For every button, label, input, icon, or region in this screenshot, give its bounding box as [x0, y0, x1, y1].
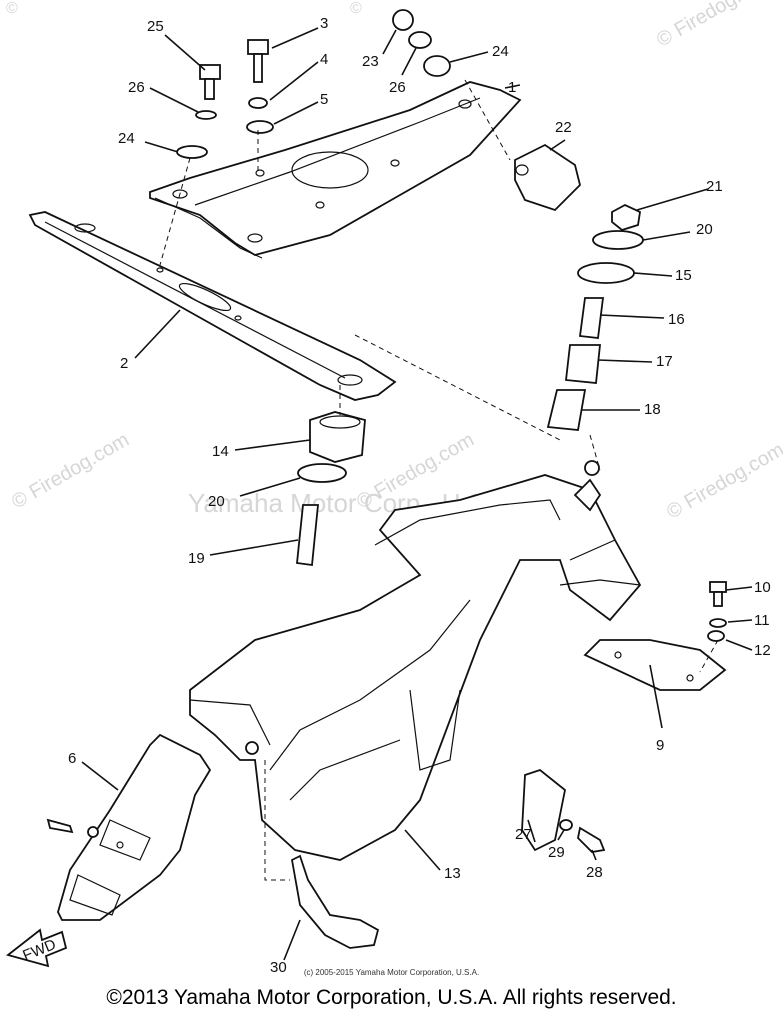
fwd-arrow: FWD [6, 928, 68, 968]
callout-19: 19 [188, 550, 205, 567]
callout-1: 1 [508, 79, 516, 96]
hardware [176, 9, 727, 949]
bracket-part-9 [583, 639, 727, 691]
callout-24-top: 24 [492, 43, 509, 60]
mount-plate-part-1 [149, 81, 522, 259]
callout-30: 30 [270, 959, 287, 976]
callout-6: 6 [68, 750, 76, 767]
leader-lines [81, 27, 753, 961]
callout-12: 12 [754, 642, 771, 659]
callout-14: 14 [212, 443, 229, 460]
callout-20-right: 20 [696, 221, 713, 238]
callout-labels: 1 2 3 4 5 6 9 10 11 12 13 14 15 16 17 18… [68, 15, 771, 976]
callout-21: 21 [706, 178, 723, 195]
callout-25: 25 [147, 18, 164, 35]
callout-20-left: 20 [208, 493, 225, 510]
cross-bracket-part-2 [28, 211, 397, 401]
watermark-corner-right: © [350, 0, 362, 17]
callout-29: 29 [548, 844, 565, 861]
small-copyright: (c) 2005-2015 Yamaha Motor Corporation, … [303, 968, 480, 977]
callout-26-left: 26 [128, 79, 145, 96]
callout-10: 10 [754, 579, 771, 596]
callout-24-left: 24 [118, 130, 135, 147]
callout-3: 3 [320, 15, 328, 32]
callout-28: 28 [586, 864, 603, 881]
callout-11: 11 [754, 612, 770, 629]
callout-5: 5 [320, 91, 328, 108]
callout-17: 17 [656, 353, 673, 370]
frame-part-13 [189, 460, 642, 861]
callout-27: 27 [515, 826, 532, 843]
assembly-lines [159, 79, 719, 881]
callout-15: 15 [675, 267, 692, 284]
side-plate-part-6 [46, 733, 212, 921]
callout-13: 13 [444, 865, 461, 882]
callout-26-top: 26 [389, 79, 406, 96]
watermark-corner-left: © [6, 0, 18, 17]
callout-2: 2 [120, 355, 128, 372]
callout-9: 9 [656, 737, 664, 754]
callout-4: 4 [320, 51, 328, 68]
callout-23: 23 [362, 53, 379, 70]
footer-copyright: ©2013 Yamaha Motor Corporation, U.S.A. A… [106, 986, 677, 1009]
callout-18: 18 [644, 401, 661, 418]
callout-16: 16 [668, 311, 685, 328]
callout-22: 22 [555, 119, 572, 136]
